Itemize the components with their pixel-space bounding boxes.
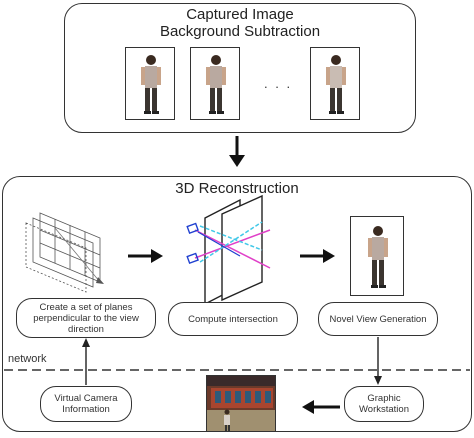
ellipsis: . . . [264,76,293,91]
graphic-workstation-box: Graphic Workstation [344,386,424,422]
captured-photo-2 [190,47,240,120]
captured-photo-1 [125,47,175,120]
novel-view-photo [350,216,404,296]
title-line-2: Background Subtraction [159,23,321,40]
title-line-1: Captured Image [186,6,294,23]
person-figure [206,55,226,114]
step-novel-view: Novel View Generation [318,302,438,336]
person-figure [141,55,161,114]
captured-image-title: Captured Image Background Subtraction [64,6,416,40]
virtual-camera-box: Virtual Camera Information [40,386,132,422]
person-figure [326,55,346,114]
person-figure [368,226,388,288]
captured-photo-n [310,47,360,120]
network-label: network [8,353,47,365]
scene-render [207,376,275,431]
rendered-scene-image [206,375,276,432]
step-compute-intersection: Compute intersection [168,302,298,336]
reconstruction-title: 3D Reconstruction [175,180,299,197]
step-create-planes: Create a set of planes perpendicular to … [16,298,156,338]
down-arrow-head [229,155,245,167]
